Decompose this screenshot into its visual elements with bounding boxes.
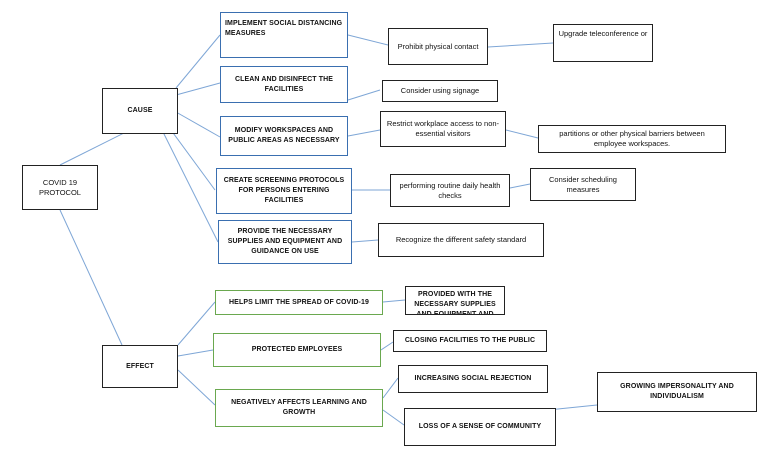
- detail-partitions: partitions or other physical barriers be…: [538, 125, 726, 153]
- effect-item-negatively-affects: NEGATIVELY AFFECTS LEARNING AND GROWTH: [215, 389, 383, 427]
- effect-item-limit-spread: HELPS LIMIT THE SPREAD OF COVID-19: [215, 290, 383, 315]
- cause-item-modify-workspaces: MODIFY WORKSPACES AND PUBLIC AREAS AS NE…: [220, 116, 348, 156]
- detail-impersonality: GROWING IMPERSONALITY AND INDIVIDUALISM: [597, 372, 757, 412]
- cause-item-supplies: PROVIDE THE NECESSARY SUPPLIES AND EQUIP…: [218, 220, 352, 264]
- detail-closing-facilities: CLOSING FACILITIES TO THE PUBLIC: [393, 330, 547, 352]
- detail-restrict-access: Restrict workplace access to non-essenti…: [380, 111, 506, 147]
- cause-node: CAUSE: [102, 88, 178, 134]
- root-node: COVID 19 PROTOCOL: [22, 165, 98, 210]
- detail-safety-standard: Recognize the different safety standard: [378, 223, 544, 257]
- effect-node: EFFECT: [102, 345, 178, 388]
- cause-label: CAUSE: [127, 107, 153, 114]
- detail-health-checks: performing routine daily health checks: [390, 174, 510, 207]
- detail-provided-supplies: PROVIDED WITH THE NECESSARY SUPPLIES AND…: [405, 286, 505, 315]
- effect-label: EFFECT: [126, 362, 154, 370]
- detail-loss-community: LOSS OF A SENSE OF COMMUNITY: [404, 408, 556, 446]
- detail-upgrade-teleconference: Upgrade teleconference or: [553, 24, 653, 62]
- cause-item-social-distancing: IMPLEMENT SOCIAL DISTANCING MEASURES: [220, 12, 348, 58]
- detail-social-rejection: INCREASING SOCIAL REJECTION: [398, 365, 548, 393]
- detail-prohibit-contact: Prohibit physical contact: [388, 28, 488, 65]
- root-label: COVID 19 PROTOCOL: [39, 177, 81, 197]
- effect-item-protected-employees: PROTECTED EMPLOYEES: [213, 333, 381, 367]
- cause-item-clean-disinfect: CLEAN AND DISINFECT THE FACILITIES: [220, 66, 348, 103]
- detail-scheduling: Consider scheduling measures: [530, 168, 636, 201]
- detail-signage: Consider using signage: [382, 80, 498, 102]
- cause-item-screening-protocols: CREATE SCREENING PROTOCOLS FOR PERSONS E…: [216, 168, 352, 214]
